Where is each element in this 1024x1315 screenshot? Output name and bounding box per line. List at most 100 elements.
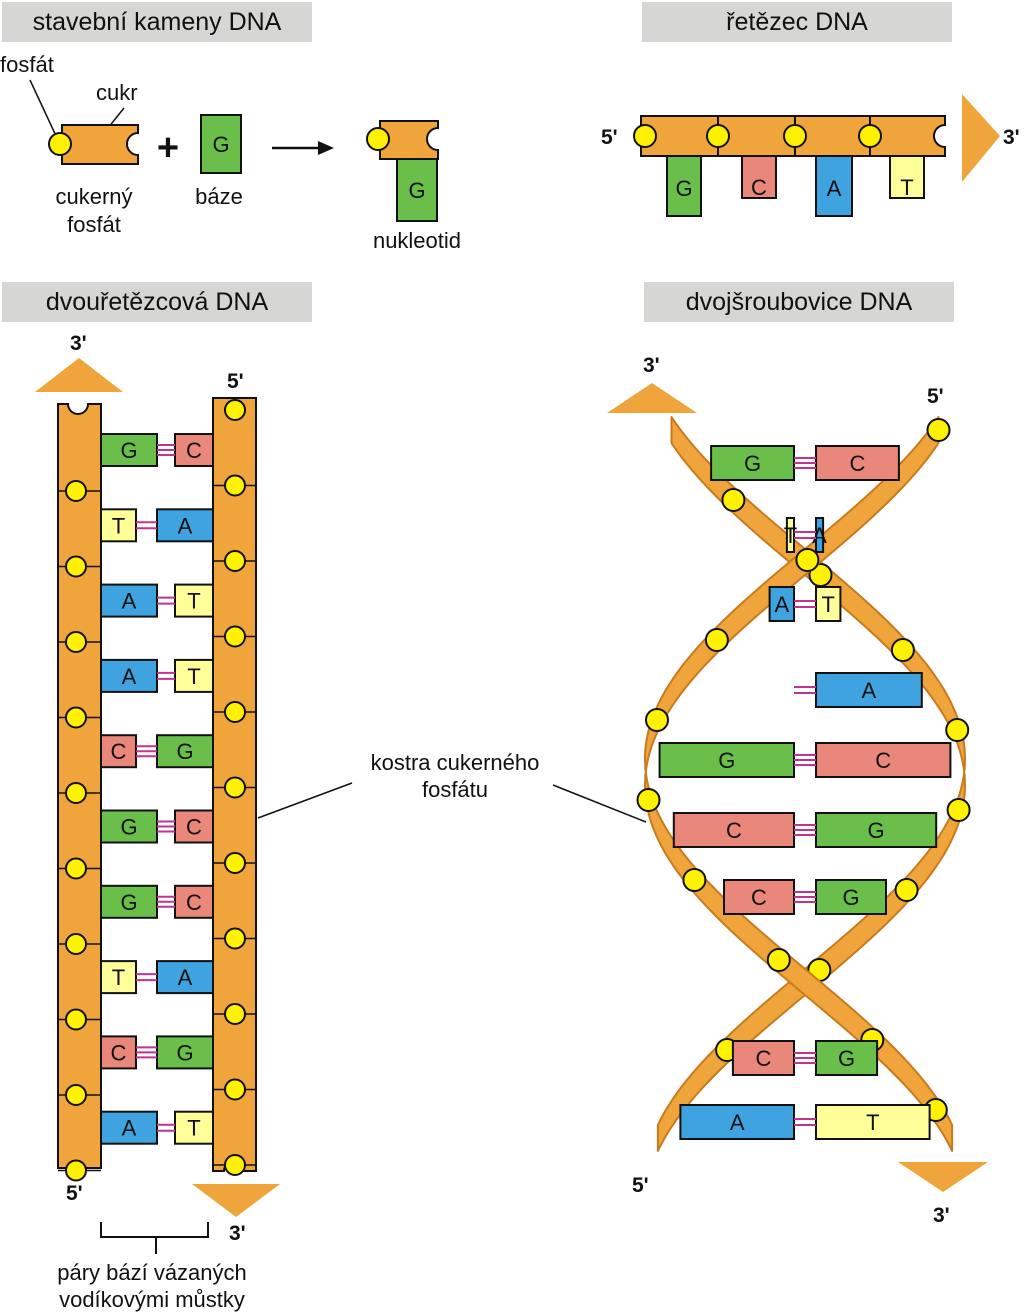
helix-base-right-letter: C <box>850 451 866 476</box>
helix-phosphate <box>721 488 746 512</box>
ladder-left-phosphate <box>65 706 87 729</box>
ladder-hydrogen-bonds <box>136 745 157 758</box>
strand-phosphate <box>783 124 807 148</box>
ladder-base-right <box>174 583 214 618</box>
helix-base-right-letter: G <box>842 885 859 910</box>
header-strand: řetězec DNA <box>642 2 952 42</box>
helix-base-pair: A <box>794 672 923 708</box>
nucleotide-base-letter: G <box>408 178 425 203</box>
ladder-top-arrow-icon <box>35 358 123 392</box>
helix-hydrogen-bonds <box>794 824 816 836</box>
ladder-base-left <box>100 658 158 693</box>
helix-base-right <box>815 445 900 481</box>
label-phosphate: fosfát <box>0 52 54 77</box>
base-block-g <box>200 114 242 174</box>
label-pairs-1: páry bází vázaných <box>57 1260 247 1285</box>
ladder-base-right-letter: G <box>176 1040 193 1065</box>
strand-base-letter: G <box>675 176 692 201</box>
helix-phosphate <box>636 788 661 812</box>
helix-hydrogen-bonds <box>794 1052 816 1064</box>
header-strand-text: řetězec DNA <box>726 8 868 36</box>
ladder-left-phosphate <box>65 933 87 955</box>
helix-top-left-3: 3' <box>643 354 660 377</box>
strand-base-block <box>741 155 777 199</box>
ladder-right-phosphate <box>224 399 246 421</box>
ladder-base-left <box>100 583 158 618</box>
strand-phosphate <box>706 124 730 148</box>
strand-base-letter: C <box>751 175 767 200</box>
ladder-right-phosphate <box>224 474 246 497</box>
ladder-base-left-letter: T <box>112 965 125 990</box>
header-double-strand: dvouřetězcová DNA <box>2 282 312 322</box>
helix-base-left <box>679 1104 796 1140</box>
helix-top-arrow-icon <box>607 383 697 413</box>
ladder-base-right-letter: C <box>186 815 202 840</box>
ladder-base-left <box>100 884 158 919</box>
helix-hydrogen-bonds <box>794 531 816 539</box>
building-blocks-panel: fosfát cukr cukerný fosfát + G báze G nu… <box>0 52 461 253</box>
label-base: báze <box>195 184 243 209</box>
arrow-icon <box>318 141 334 155</box>
ladder-base-right-letter: T <box>187 589 200 614</box>
ladder-base-left-letter: A <box>122 589 137 614</box>
helix-base-right <box>815 586 842 622</box>
helix-phosphate <box>945 718 970 742</box>
helix-bottom-left-5: 5' <box>632 1174 649 1197</box>
helix-base-right <box>815 672 923 708</box>
helix-base-right-letter: G <box>838 1046 855 1071</box>
base-block-g-letter: G <box>212 132 229 157</box>
header-helix-text: dvojšroubovice DNA <box>686 288 913 316</box>
ladder-hydrogen-bonds <box>157 596 175 605</box>
ladder-bottom-arrow-icon <box>192 1184 280 1217</box>
helix-hydrogen-bonds <box>794 891 816 903</box>
helix-phosphate <box>682 868 707 892</box>
ladder-hydrogen-bonds <box>136 973 157 982</box>
ladder-left-phosphate <box>65 1159 87 1182</box>
helix-base-right <box>815 812 938 848</box>
helix-base-left-letter: A <box>730 1110 745 1135</box>
ladder-base-left <box>100 508 137 543</box>
ladder-left-phosphate <box>65 480 87 502</box>
header-building-blocks-text: stavební kameny DNA <box>33 8 282 36</box>
ladder-base-right <box>174 1110 214 1145</box>
helix-hydrogen-bonds <box>794 754 816 766</box>
strand-arrow-3-icon <box>962 94 1000 182</box>
helix-phosphate <box>766 948 791 972</box>
helix-phosphate <box>894 878 919 902</box>
ladder-left-top-3: 3' <box>70 332 87 355</box>
label-backbone-1: kostra cukerného <box>371 750 540 775</box>
helix-base-right <box>815 517 825 553</box>
helix-phosphate <box>645 708 669 732</box>
ladder-right-phosphate <box>224 776 246 799</box>
ladder-hydrogen-bonds <box>157 1123 175 1132</box>
label-pairs-2: vodíkovými můstky <box>59 1287 245 1312</box>
label-sugar-phosphate-2: fosfát <box>67 212 121 237</box>
ladder-base-left-letter: A <box>122 1116 137 1141</box>
ladder-base-left-letter: T <box>112 513 125 538</box>
helix-hydrogen-bonds <box>794 600 816 608</box>
helix-phosphate <box>890 638 915 662</box>
strand-3-end: 3' <box>1003 126 1020 149</box>
helix-phosphate <box>926 418 951 442</box>
strand-base-block <box>889 155 925 199</box>
phosphate-circle <box>48 132 72 156</box>
nucleotide-sugar <box>379 120 439 160</box>
helix-base-left-letter: G <box>718 748 735 773</box>
helix-bottom-right-3: 3' <box>933 1204 950 1227</box>
ladder-base-left-letter: G <box>120 815 137 840</box>
ladder-left-phosphate <box>65 631 87 653</box>
helix-base-left-letter: C <box>751 885 767 910</box>
strand-phosphate <box>858 124 882 148</box>
